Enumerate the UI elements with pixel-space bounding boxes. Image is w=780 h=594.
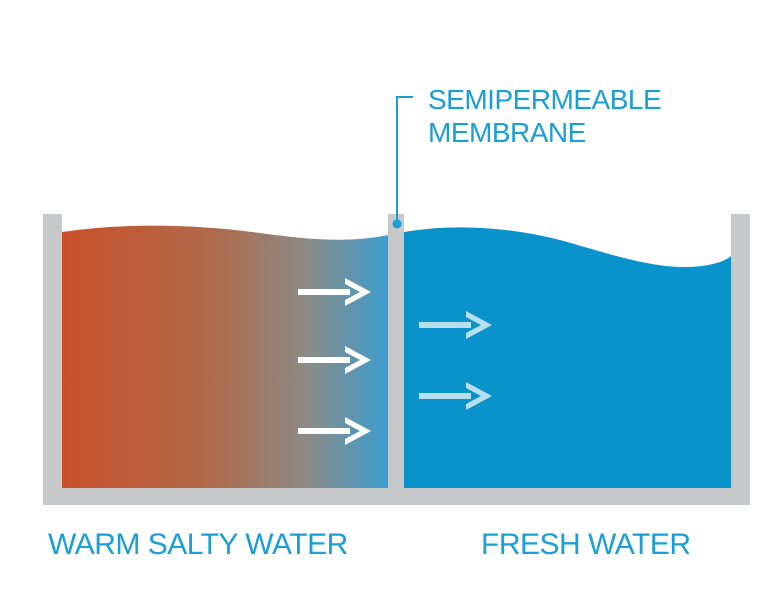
container-left-wall — [43, 214, 62, 505]
right-arrow-icon — [298, 417, 371, 445]
right-arrow-icon — [419, 382, 492, 410]
membrane-label-line1: SEMIPERMEABLE — [428, 84, 662, 115]
right-arrow-icon — [298, 346, 371, 374]
membrane-callout-dot — [392, 219, 402, 229]
right-arrow-icon — [419, 311, 492, 339]
membrane-callout-line — [396, 96, 413, 222]
fresh-water-label: FRESH WATER — [481, 528, 691, 561]
right-arrow-icon — [298, 278, 371, 306]
salty-water-body — [62, 225, 388, 489]
membrane-label-line2: MEMBRANE — [428, 117, 586, 148]
semipermeable-membrane — [388, 214, 404, 505]
warm-salty-water-label: WARM SALTY WATER — [48, 528, 348, 561]
container-right-wall — [731, 214, 750, 505]
fresh-water-body — [404, 227, 731, 489]
